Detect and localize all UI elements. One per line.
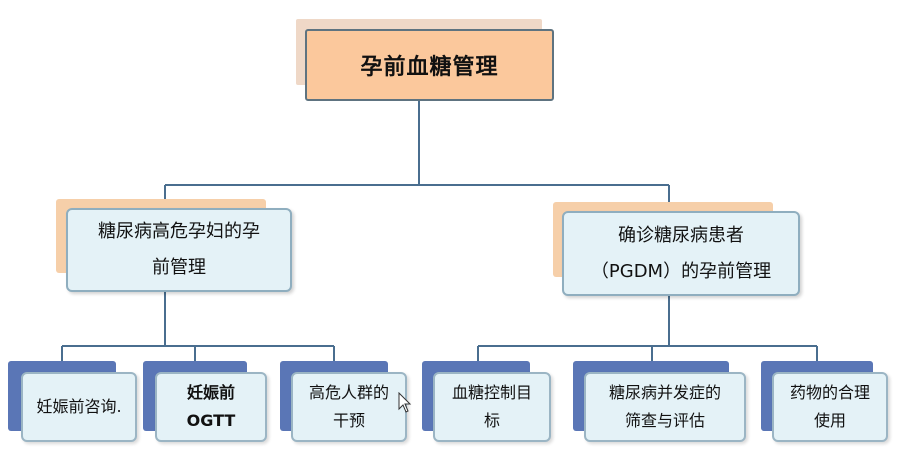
root-node: 孕前血糖管理 <box>305 29 554 101</box>
leaf-high-risk-intervention: 高危人群的 干预 <box>291 372 407 442</box>
leaf-pre-pregnancy-ogtt: 妊娠前 OGTT <box>155 372 267 442</box>
leaf-glucose-control-target: 血糖控制目 标 <box>433 372 551 442</box>
leaf-rational-drug-use: 药物的合理 使用 <box>772 372 888 442</box>
mouse-cursor-icon <box>398 392 412 413</box>
leaf-preconception-counseling: 妊娠前咨询. <box>21 372 137 442</box>
branch-node-pgdm: 确诊糖尿病患者 （PGDM）的孕前管理 <box>562 211 800 296</box>
branch-node-high-risk: 糖尿病高危孕妇的孕 前管理 <box>66 208 292 292</box>
leaf-complication-screening: 糖尿病并发症的 筛查与评估 <box>584 372 746 442</box>
